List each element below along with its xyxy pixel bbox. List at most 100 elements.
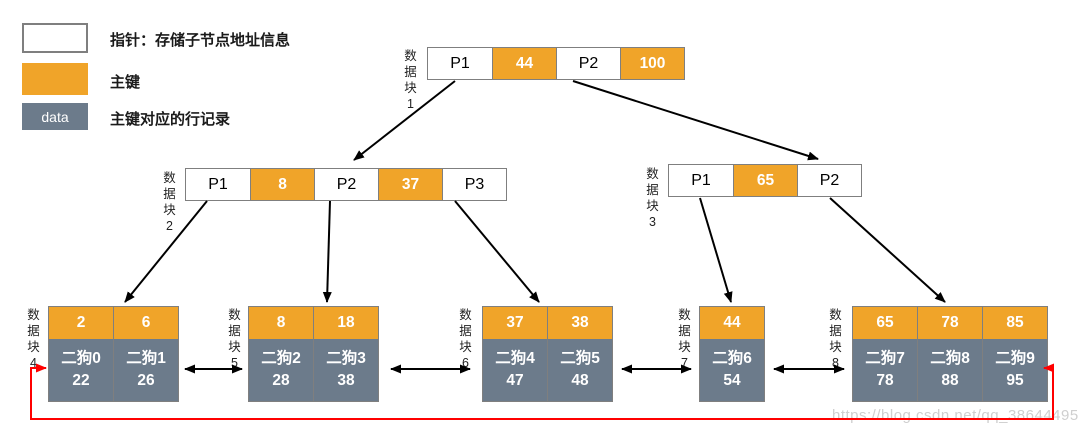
leaf-column: 85 二狗9 95	[982, 307, 1047, 401]
record-value: 48	[571, 372, 589, 389]
leaf-key-cell: 78	[918, 307, 982, 339]
block7-label: 数据块 7	[676, 307, 693, 371]
leaf-record-cell: 二狗5 48	[548, 339, 612, 401]
legend-pointer-swatch	[22, 23, 88, 53]
leaf-key-cell: 6	[114, 307, 178, 339]
leaf-key-cell: 37	[483, 307, 547, 339]
block6-number: 6	[462, 356, 469, 370]
leaf-column: 18 二狗3 38	[313, 307, 378, 401]
legend-key-swatch	[22, 63, 88, 95]
block5-label: 数据块 5	[226, 307, 243, 371]
block8-leaf: 65 二狗7 78 78 二狗8 88 85 二狗9 95	[852, 306, 1048, 402]
leaf-column: 2 二狗0 22	[49, 307, 113, 401]
block4-leaf: 2 二狗0 22 6 二狗1 26	[48, 306, 179, 402]
block8-label: 数据块 8	[827, 307, 844, 371]
block8-number: 8	[832, 356, 839, 370]
block6-label-text: 数据块	[459, 308, 472, 354]
leaf-key-cell: 18	[314, 307, 378, 339]
leaf-key-cell: 44	[700, 307, 764, 339]
legend-data-label: 主键对应的行记录	[110, 111, 231, 128]
record-name: 二狗0	[61, 350, 101, 367]
leaf-column: 6 二狗1 26	[113, 307, 178, 401]
record-value: 38	[337, 372, 355, 389]
leaf-column: 8 二狗2 28	[249, 307, 313, 401]
block4-number: 4	[30, 356, 37, 370]
leaf-key-cell: 8	[249, 307, 313, 339]
block2-label: 数据块 2	[161, 170, 178, 234]
record-name: 二狗6	[712, 350, 752, 367]
leaf-column: 78 二狗8 88	[917, 307, 982, 401]
leaf-column: 37 二狗4 47	[483, 307, 547, 401]
block1-key-cell: 100	[620, 48, 684, 79]
legend-data-swatch: data	[22, 103, 88, 130]
leaf-record-cell: 二狗2 28	[249, 339, 313, 401]
block4-label: 数据块 4	[25, 307, 42, 371]
leaf-key-cell: 38	[548, 307, 612, 339]
leaf-record-cell: 二狗1 26	[114, 339, 178, 401]
record-value: 78	[876, 372, 894, 389]
leaf-record-cell: 二狗7 78	[853, 339, 917, 401]
leaf-key-cell: 65	[853, 307, 917, 339]
record-name: 二狗1	[126, 350, 166, 367]
block3-pointer-cell: P2	[797, 165, 861, 196]
leaf-key-cell: 85	[983, 307, 1047, 339]
leaf-record-cell: 二狗4 47	[483, 339, 547, 401]
legend-key-label: 主键	[110, 74, 141, 91]
record-name: 二狗9	[995, 350, 1035, 367]
block2-pointer-cell: P3	[442, 169, 506, 200]
block3-node: P1 65 P2	[668, 164, 862, 197]
block2-key-cell: 8	[250, 169, 314, 200]
block3-pointer-cell: P1	[669, 165, 733, 196]
legend-pointer-label: 指针：存储子节点地址信息	[110, 32, 291, 49]
record-value: 28	[272, 372, 290, 389]
block5-number: 5	[231, 356, 238, 370]
block6-leaf: 37 二狗4 47 38 二狗5 48	[482, 306, 613, 402]
watermark-text: https://blog.csdn.net/qq_38644495	[832, 407, 1079, 424]
leaf-column: 38 二狗5 48	[547, 307, 612, 401]
block7-leaf: 44 二狗6 54	[699, 306, 765, 402]
block7-label-text: 数据块	[678, 308, 691, 354]
block8-label-text: 数据块	[829, 308, 842, 354]
record-name: 二狗4	[495, 350, 535, 367]
leaf-record-cell: 二狗9 95	[983, 339, 1047, 401]
record-value: 22	[72, 372, 90, 389]
block1-label-text: 数据块	[404, 49, 417, 95]
block1-label: 数据块 1	[402, 48, 419, 112]
leaf-record-cell: 二狗0 22	[49, 339, 113, 401]
record-value: 95	[1006, 372, 1024, 389]
block1-pointer-cell: P1	[428, 48, 492, 79]
leaf-column: 44 二狗6 54	[700, 307, 764, 401]
arrow-block3p2-to-block8-icon	[829, 197, 946, 303]
record-name: 二狗8	[930, 350, 970, 367]
block2-pointer-cell: P2	[314, 169, 378, 200]
block2-pointer-cell: P1	[186, 169, 250, 200]
leaf-key-cell: 2	[49, 307, 113, 339]
block3-label-text: 数据块	[646, 167, 659, 213]
record-value: 26	[137, 372, 155, 389]
block1-pointer-cell: P2	[556, 48, 620, 79]
record-name: 二狗5	[560, 350, 600, 367]
arrow-block1p2-to-block3-icon	[572, 80, 819, 161]
block1-number: 1	[407, 97, 414, 111]
block7-number: 7	[681, 356, 688, 370]
record-name: 二狗2	[261, 350, 301, 367]
block2-number: 2	[166, 219, 173, 233]
arrow-block2p2-to-block5-icon	[322, 200, 332, 303]
block6-label: 数据块 6	[457, 307, 474, 371]
block4-label-text: 数据块	[27, 308, 40, 354]
arrow-block2p3-to-block6-icon	[454, 200, 540, 303]
record-value: 54	[723, 372, 741, 389]
block1-node: P1 44 P2 100	[427, 47, 685, 80]
block2-key-cell: 37	[378, 169, 442, 200]
leaf-record-cell: 二狗3 38	[314, 339, 378, 401]
record-name: 二狗3	[326, 350, 366, 367]
record-value: 47	[506, 372, 524, 389]
record-name: 二狗7	[865, 350, 905, 367]
block2-node: P1 8 P2 37 P3	[185, 168, 507, 201]
block1-key-cell: 44	[492, 48, 556, 79]
block3-label: 数据块 3	[644, 166, 661, 230]
block5-leaf: 8 二狗2 28 18 二狗3 38	[248, 306, 379, 402]
arrow-block3p1-to-block7-icon	[699, 197, 733, 303]
leaf-record-cell: 二狗6 54	[700, 339, 764, 401]
record-value: 88	[941, 372, 959, 389]
